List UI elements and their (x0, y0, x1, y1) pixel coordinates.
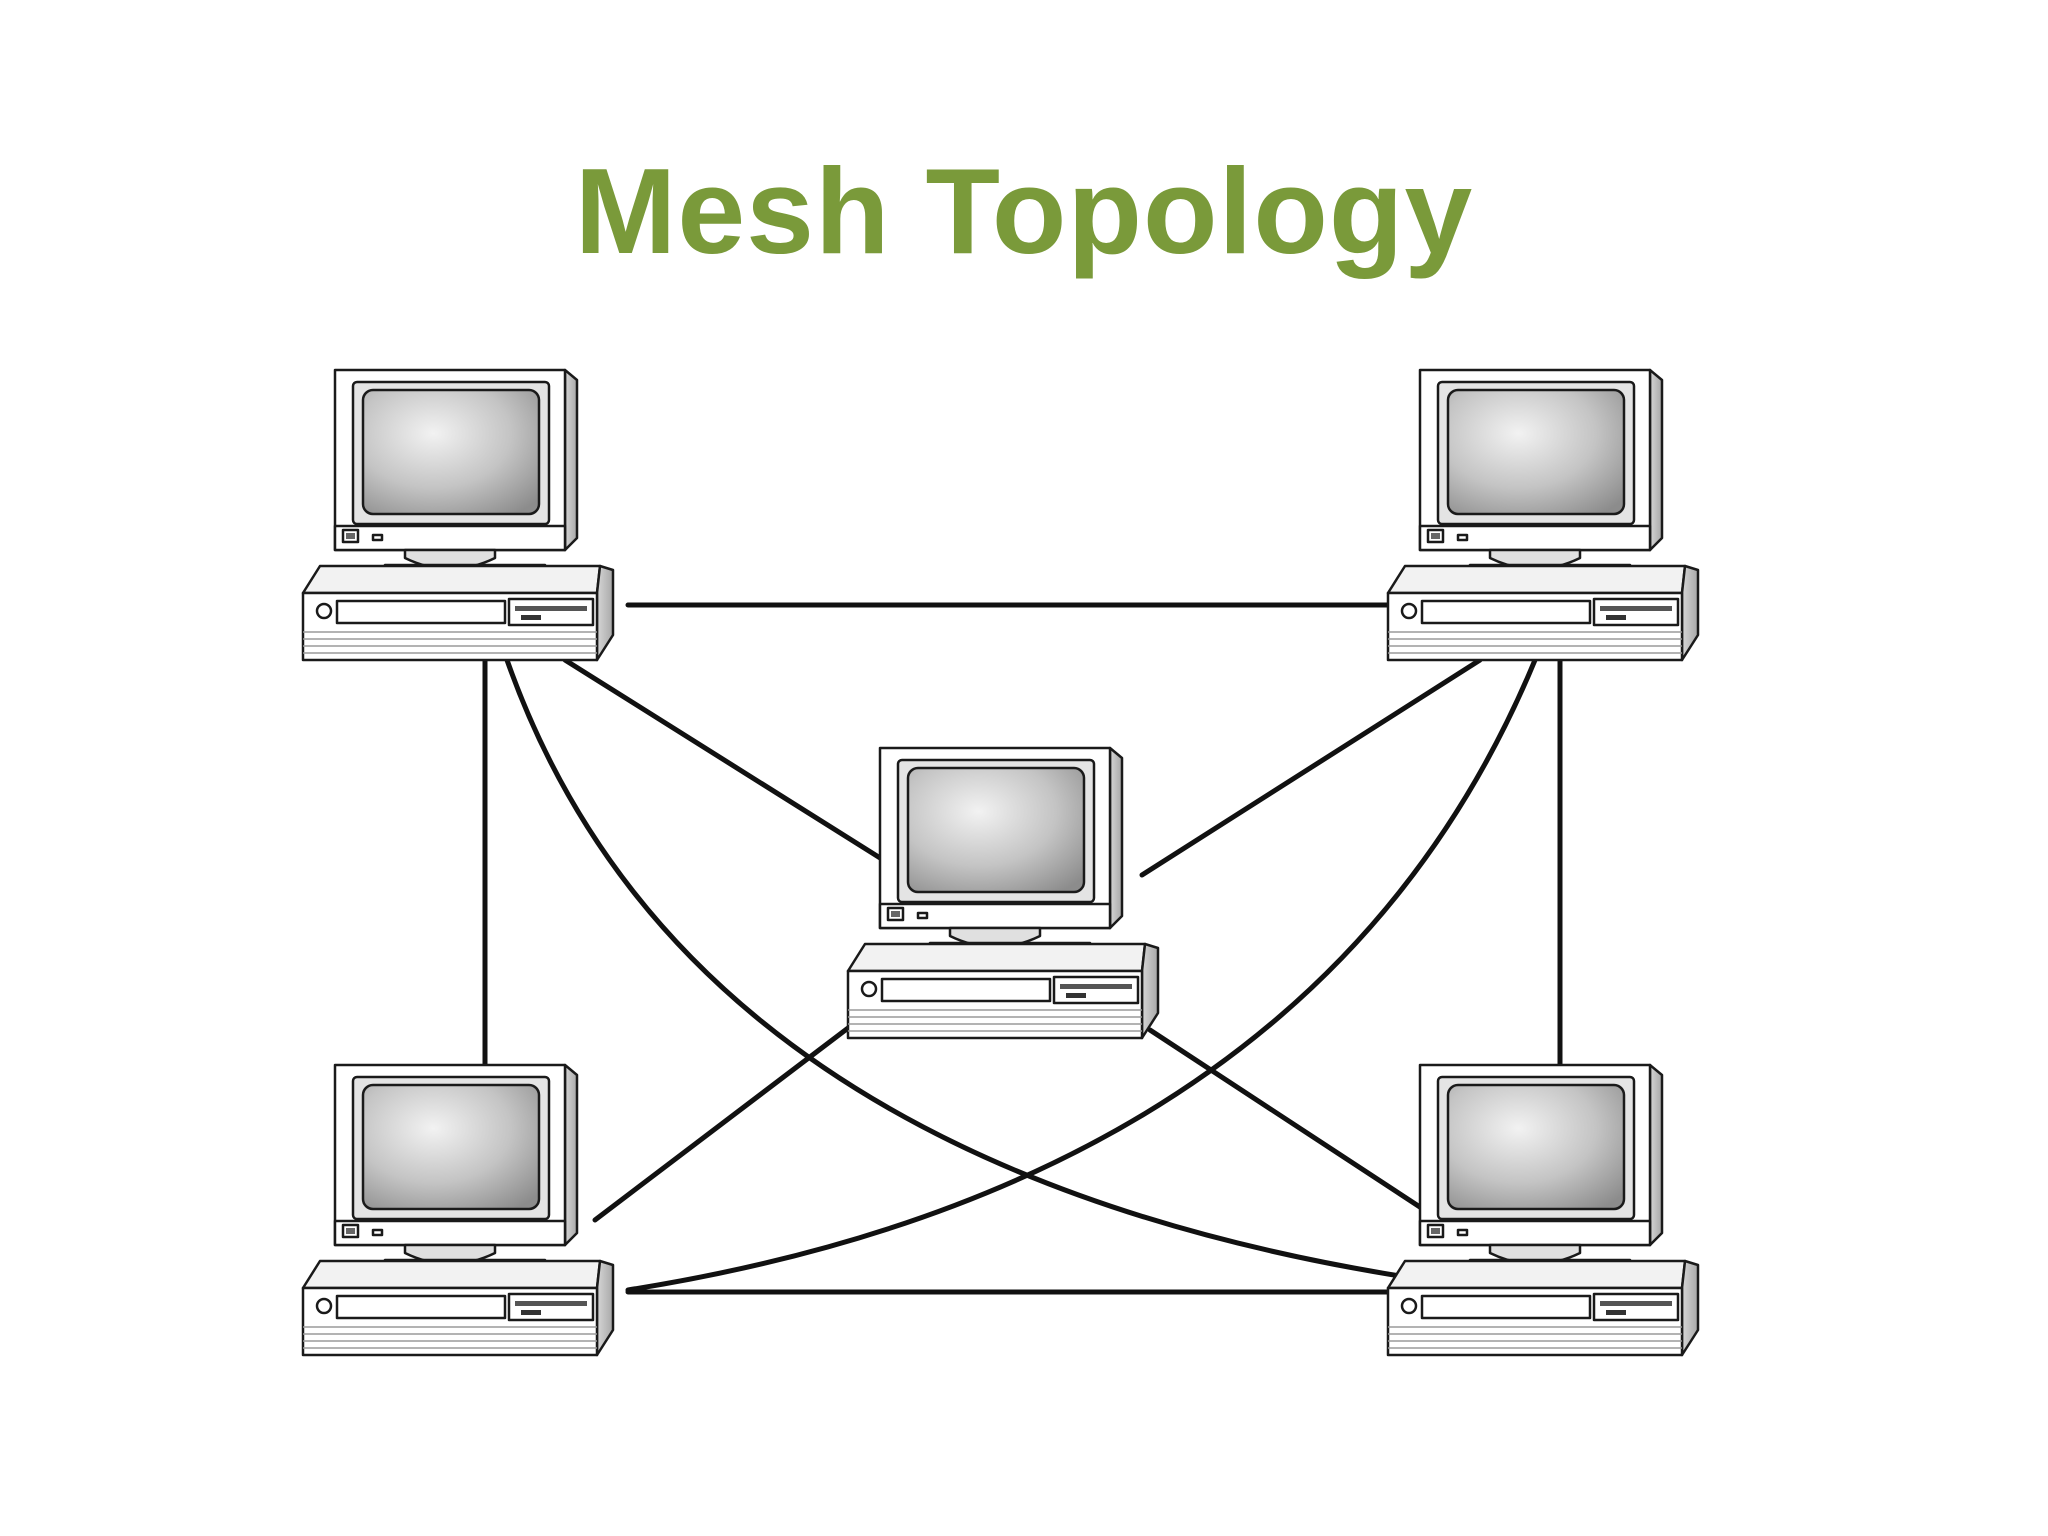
desktop-top (1386, 1259, 1687, 1290)
floppy-drive-icon (507, 597, 595, 627)
desktop-front-panel (335, 1294, 507, 1320)
monitor-side (563, 1063, 579, 1247)
monitor-side (563, 368, 579, 552)
desktop-top (301, 1259, 602, 1290)
computer-bottom-left (301, 1063, 615, 1357)
monitor-screen (361, 388, 541, 516)
floppy-slot (515, 606, 587, 611)
floppy-drive-icon (1052, 975, 1140, 1005)
desktop-front-panel (1420, 1294, 1592, 1320)
power-button-inner (1431, 1228, 1440, 1234)
page-title: Mesh Topology (574, 143, 1474, 279)
desktop-power-icon (1400, 602, 1418, 620)
floppy-slot (1060, 984, 1132, 989)
floppy-slot (1600, 606, 1672, 611)
desktop-side (1140, 942, 1160, 1040)
power-button-inner (346, 1228, 355, 1234)
computer-top-right (1386, 368, 1700, 662)
link-top-left-to-bottom-right (504, 657, 1463, 1288)
desktop-top (301, 564, 602, 595)
nodes-layer (301, 368, 1700, 1357)
desktop-top (846, 942, 1147, 973)
floppy-button (1066, 993, 1086, 998)
led-indicator (371, 1228, 384, 1237)
desktop-front-panel (1420, 599, 1592, 625)
power-button-inner (346, 533, 355, 539)
led-indicator (1456, 533, 1469, 542)
led-indicator (916, 911, 929, 920)
monitor-screen (1446, 388, 1626, 516)
link-top-left-to-center (562, 657, 915, 881)
led-indicator (371, 533, 384, 542)
computer-bottom-right (1386, 1063, 1700, 1357)
floppy-slot (515, 1301, 587, 1306)
link-top-right-to-center (1139, 657, 1483, 878)
link-center-to-bottom-right (1147, 1027, 1458, 1233)
power-button-inner (1431, 533, 1440, 539)
links-layer (482, 602, 1563, 1295)
desktop-top (1386, 564, 1687, 595)
computer-top-left (301, 368, 615, 662)
monitor-ledge (878, 902, 1112, 930)
desktop-power-icon (315, 602, 333, 620)
floppy-button (1606, 615, 1626, 620)
floppy-slot (1600, 1301, 1672, 1306)
link-top-right-to-bottom-left (625, 657, 1538, 1293)
monitor-ledge (333, 1219, 567, 1247)
monitor-ledge (1418, 1219, 1652, 1247)
desktop-power-icon (315, 1297, 333, 1315)
link-center-to-bottom-left (592, 997, 888, 1223)
monitor-screen (361, 1083, 541, 1211)
desktop-side (1680, 1259, 1700, 1357)
desktop-side (1680, 564, 1700, 662)
monitor-side (1108, 746, 1124, 930)
floppy-button (521, 1310, 541, 1315)
floppy-button (1606, 1310, 1626, 1315)
floppy-drive-icon (1592, 1292, 1680, 1322)
led-indicator (1456, 1228, 1469, 1237)
monitor-side (1648, 368, 1664, 552)
power-button-inner (891, 911, 900, 917)
floppy-drive-icon (507, 1292, 595, 1322)
desktop-power-icon (1400, 1297, 1418, 1315)
desktop-front-panel (880, 977, 1052, 1003)
monitor-ledge (333, 524, 567, 552)
floppy-drive-icon (1592, 597, 1680, 627)
computer-center (846, 746, 1160, 1040)
monitor-screen (906, 766, 1086, 894)
monitor-side (1648, 1063, 1664, 1247)
floppy-button (521, 615, 541, 620)
desktop-front-panel (335, 599, 507, 625)
monitor-ledge (1418, 524, 1652, 552)
monitor-screen (1446, 1083, 1626, 1211)
desktop-side (595, 1259, 615, 1357)
desktop-power-icon (860, 980, 878, 998)
desktop-side (595, 564, 615, 662)
